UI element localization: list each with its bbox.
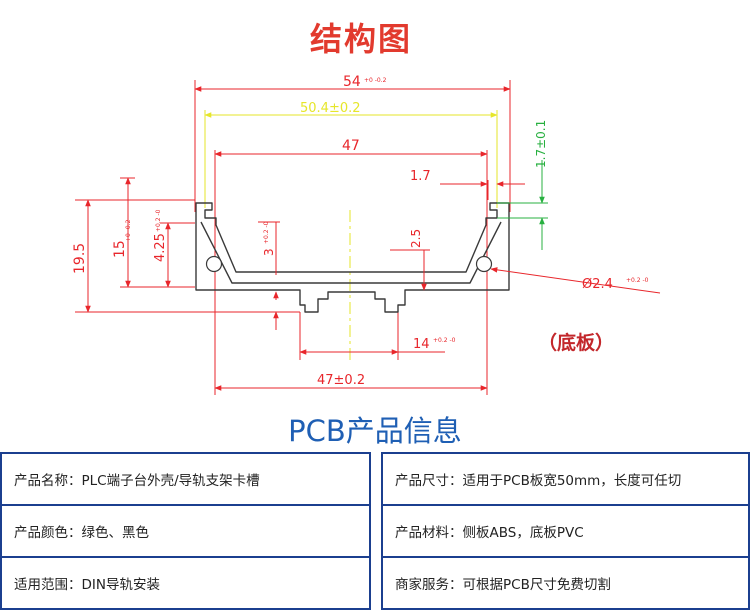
merchant-service-cell: 商家服务：可根据PCB尺寸免费切割 [381, 556, 750, 610]
application-scope-cell: 适用范围：DIN导轨安装 [0, 556, 371, 610]
dim-groove-height-tol: +0.2 -0 [155, 209, 162, 232]
dim-side-height-tol: +0 -0.2 [125, 219, 132, 242]
dim-step-height: 3 [262, 248, 276, 256]
dim-inner-width: 50.4±0.2 [300, 101, 361, 116]
dim-base-width: 47±0.2 [317, 373, 365, 388]
page-title: 结构图 [309, 20, 412, 58]
extension-lines [75, 80, 511, 395]
table-row: 产品颜色：绿色、黑色 产品材料：侧板ABS，底板PVC [0, 504, 750, 558]
dim-total-height: 19.5 [72, 243, 88, 274]
extension-lines-yellow [204, 110, 498, 208]
dim-step-height-tol: +0.2 -0 [263, 221, 270, 244]
dim-height-offset: 1.7±0.1 [534, 120, 548, 168]
dim-overall-width: 54 [343, 74, 361, 90]
dim-inner-span: 47 [342, 138, 360, 154]
dim-hole-diameter: Ø2.4 [582, 277, 613, 292]
dim-rail-width-tol: +0.2 -0 [433, 337, 456, 344]
product-name-cell: 产品名称：PLC端子台外壳/导轨支架卡槽 [0, 452, 371, 506]
product-color-cell: 产品颜色：绿色、黑色 [0, 504, 371, 558]
dim-groove-height: 4.25 [153, 233, 168, 262]
product-material-cell: 产品材料：侧板ABS，底板PVC [381, 504, 750, 558]
dim-side-height: 15 [112, 240, 128, 258]
table-row: 适用范围：DIN导轨安装 商家服务：可根据PCB尺寸免费切割 [0, 556, 750, 610]
product-size-cell: 产品尺寸：适用于PCB板宽50mm，长度可任切 [381, 452, 750, 506]
mounting-hole [205, 255, 493, 273]
info-heading: PCB产品信息 [288, 414, 462, 448]
dim-wall-thickness: 1.7 [410, 169, 431, 184]
dim-overall-width-tol: +0 -0.2 [364, 77, 387, 84]
dim-line-hole-diameter [490, 267, 661, 294]
table-row: 产品名称：PLC端子台外壳/导轨支架卡槽 产品尺寸：适用于PCB板宽50mm，长… [0, 452, 750, 506]
base-plate-label: （底板） [538, 332, 615, 354]
dim-rail-width: 14 [413, 337, 430, 352]
profile-outline [195, 202, 510, 313]
dim-rail-height: 2.5 [409, 229, 423, 248]
info-table: 产品名称：PLC端子台外壳/导轨支架卡槽 产品尺寸：适用于PCB板宽50mm，长… [0, 452, 750, 610]
profile-drawing: 54 +0 -0.2 50.4±0.2 47 1.7 1.7±0.1 19.5 … [72, 74, 661, 395]
dim-hole-diameter-tol: +0.2 -0 [626, 277, 649, 284]
